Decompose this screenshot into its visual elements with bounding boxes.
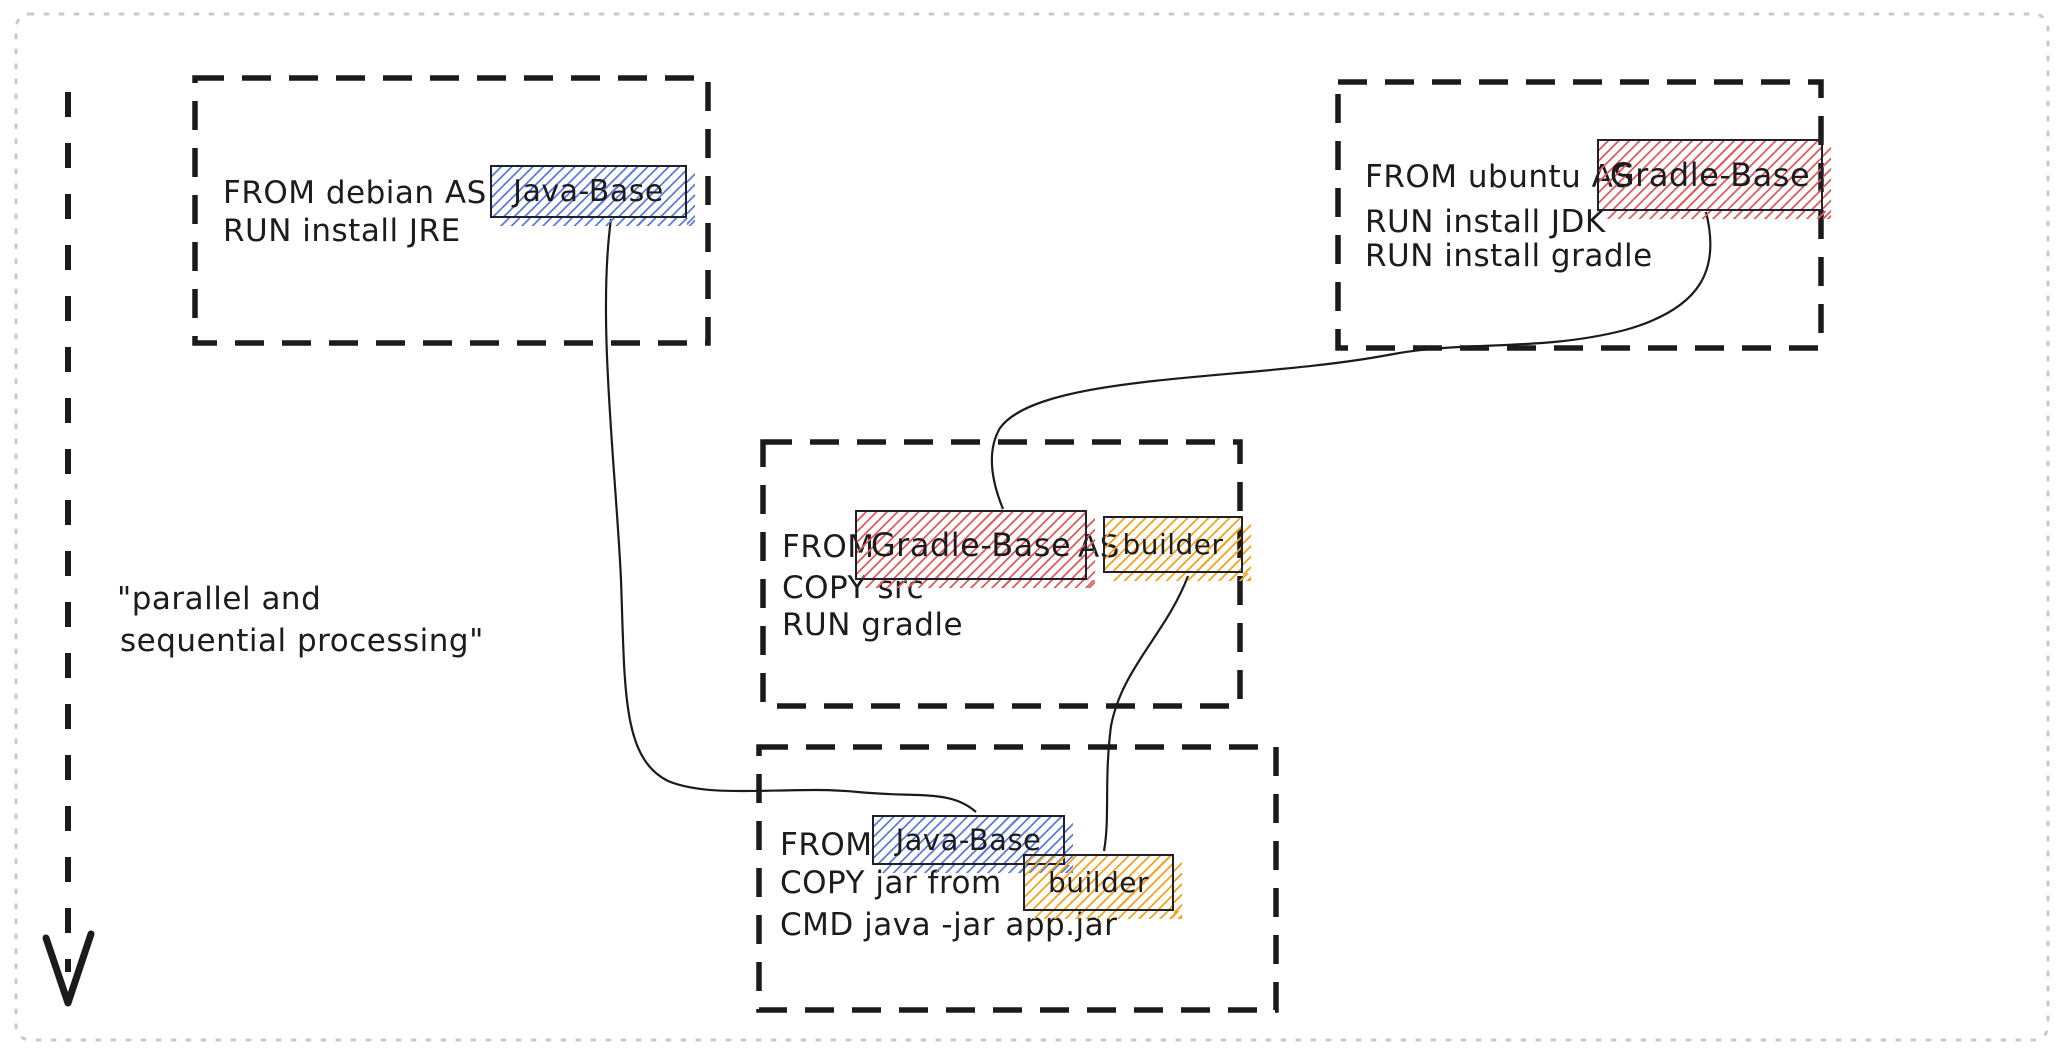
- gradle-base-run2-line: RUN install gradle: [1365, 238, 1653, 274]
- stage-box-java-base: [192, 75, 711, 346]
- flow-arrow-head: [42, 930, 95, 1007]
- chip-builder-reference-label: builder: [1047, 866, 1150, 899]
- chip-java-base-reference-label: Java-Base: [895, 823, 1042, 857]
- chip-java-base-definition: Java-Base: [490, 165, 695, 226]
- java-base-from-line: FROM debian AS: [223, 175, 487, 211]
- final-from-word: FROM: [780, 827, 873, 863]
- chip-java-base-reference: Java-Base: [872, 815, 1073, 873]
- chip-gradle-base-definition: Gradle-Base: [1597, 139, 1831, 219]
- gradle-base-run1-line: RUN install JDK: [1365, 204, 1606, 240]
- connector-gradle-base: [990, 211, 1712, 510]
- stage-box-final: [756, 744, 1279, 1013]
- chip-gradle-base-definition-label: Gradle-Base: [1609, 156, 1811, 194]
- stage-box-builder: [760, 439, 1243, 709]
- chip-gradle-base-reference-label: Gradle-Base: [870, 526, 1072, 564]
- connector-java-base: [604, 218, 977, 813]
- chip-gradle-base-reference: Gradle-Base: [855, 510, 1095, 588]
- java-base-run-line: RUN install JRE: [223, 213, 461, 249]
- chip-builder-definition-label: builder: [1122, 528, 1224, 561]
- gradle-base-from-line: FROM ubuntu AS: [1365, 159, 1634, 195]
- builder-run-line: RUN gradle: [782, 607, 964, 643]
- side-note-line2: sequential processing": [120, 623, 484, 659]
- chip-java-base-definition-label: Java-Base: [513, 174, 664, 209]
- side-note-line1: "parallel and: [117, 581, 322, 617]
- chip-builder-reference: builder: [1023, 854, 1182, 919]
- connector-builder: [1102, 575, 1190, 852]
- chip-builder-definition: builder: [1103, 516, 1251, 581]
